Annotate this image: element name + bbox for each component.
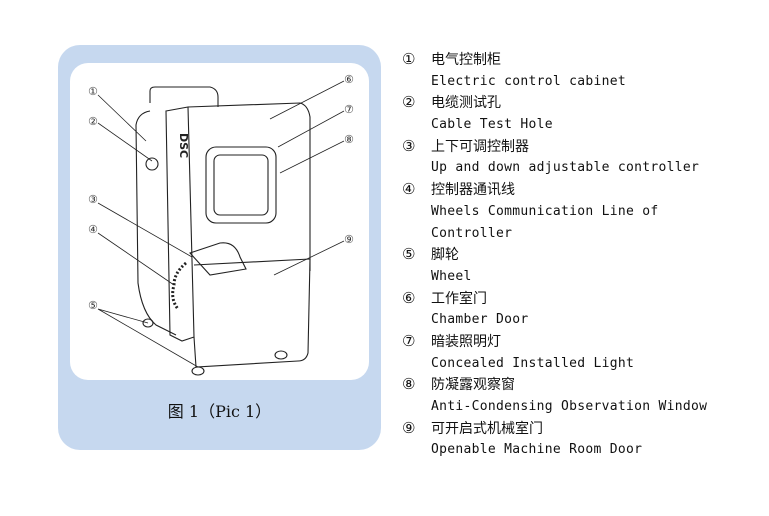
legend-number: ⑨ — [402, 418, 416, 437]
legend-item: ⑨ 可开启式机械室门 Openable Machine Room Door — [402, 418, 707, 461]
legend-en-label: Chamber Door — [431, 312, 529, 328]
legend-zh-row: ⑧ 防凝露观察窗 — [402, 374, 707, 396]
legend-zh-row: ⑨ 可开启式机械室门 — [402, 418, 707, 440]
callout-4: ④ — [88, 223, 98, 236]
legend-en-label: Concealed Installed Light — [431, 355, 635, 371]
callout-1: ① — [88, 85, 98, 98]
legend-en-label: Openable Machine Room Door — [431, 442, 643, 458]
legend-zh-row: ⑤ 脚轮 — [402, 244, 707, 266]
legend-item: ⑦ 暗装照明灯 Concealed Installed Light — [402, 331, 707, 374]
callout-3: ③ — [88, 193, 98, 206]
legend-item: ⑤ 脚轮 Wheel — [402, 244, 707, 287]
legend-en-label: Anti-Condensing Observation Window — [431, 399, 708, 414]
legend-number: ⑤ — [402, 245, 416, 264]
callout-8: ⑧ — [344, 133, 354, 146]
legend-item: ④ 控制器通讯线 Wheels Communication Line of Contr… — [402, 179, 707, 244]
chamber-drawing: DSC — [97, 80, 345, 376]
legend-zh-row: ② 电缆测试孔 — [402, 92, 707, 114]
legend-zh-row: ⑥ 工作室门 — [402, 288, 707, 310]
callout-5: ⑤ — [88, 299, 98, 312]
callout-7: ⑦ — [344, 103, 354, 116]
callout-9: ⑨ — [344, 233, 354, 246]
legend-number: ⑥ — [402, 288, 416, 307]
legend-zh-row: ④ 控制器通讯线 — [402, 179, 707, 201]
legend-en-label: Cable Test Hole — [431, 117, 553, 133]
legend-item: ② 电缆测试孔 Cable Test Hole — [402, 92, 707, 135]
callout-6: ⑥ — [344, 73, 354, 86]
legend-item: ⑥ 工作室门 Chamber Door — [402, 288, 707, 331]
chamber-illustration: DSC ① ② ③ ④ ⑤ ⑥ ⑦ ⑧ ⑨ — [70, 63, 369, 380]
brand-logo: DSC — [177, 133, 190, 158]
legend-en-label: Electric control cabinet — [431, 73, 627, 89]
callout-2: ② — [88, 115, 98, 128]
legend-en-label: Wheels Communication Line of — [431, 203, 659, 219]
legend-number: ② — [402, 93, 416, 112]
legend-item: ① 电气控制柜 Electric control cabinet — [402, 49, 707, 92]
figure-panel: DSC ① ② ③ ④ ⑤ ⑥ ⑦ ⑧ ⑨ 图 1（Pic 1） — [58, 45, 381, 450]
legend-en-label: Controller — [431, 225, 513, 241]
legend-item: ③ 上下可调控制器 Up and down adjustable controlle… — [402, 136, 707, 179]
legend-en-label: Up and down adjustable controller — [431, 160, 700, 176]
legend-zh-label: 防凝露观察窗 — [431, 377, 515, 394]
legend-number: ③ — [402, 136, 416, 155]
legend-zh-row: ③ 上下可调控制器 — [402, 136, 707, 158]
legend-number: ① — [402, 50, 416, 68]
legend-en-label: Wheel — [431, 268, 472, 284]
legend-zh-row: ① 电气控制柜 — [402, 49, 707, 71]
legend-zh-label: 上下可调控制器 — [431, 138, 529, 155]
legend-number: ⑧ — [402, 375, 416, 394]
legend-zh-label: 工作室门 — [431, 290, 487, 307]
legend-item: ⑧ 防凝露观察窗 Anti-Condensing Observation Windo… — [402, 374, 707, 417]
figure-caption: 图 1（Pic 1） — [167, 402, 272, 421]
legend-zh-label: 电缆测试孔 — [431, 95, 501, 112]
legend-number: ④ — [402, 180, 416, 199]
legend-zh-label: 可开启式机械室门 — [431, 420, 543, 437]
legend-zh-label: 电气控制柜 — [431, 52, 501, 68]
component-legend: ① 电气控制柜 Electric control cabinet ② 电缆测试孔 Cabl… — [402, 49, 707, 461]
legend-number: ⑦ — [402, 331, 416, 350]
legend-zh-row: ⑦ 暗装照明灯 — [402, 331, 707, 353]
legend-zh-label: 控制器通讯线 — [431, 182, 515, 199]
legend-zh-label: 暗装照明灯 — [431, 333, 501, 350]
legend-zh-label: 脚轮 — [431, 247, 459, 264]
